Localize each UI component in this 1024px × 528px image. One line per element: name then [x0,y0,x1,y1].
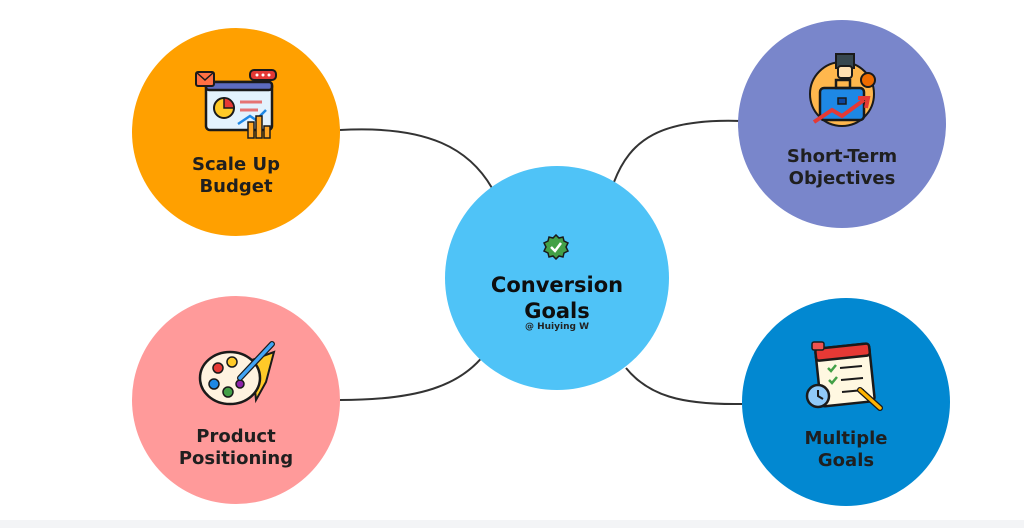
node-multiple-goals[interactable]: Multiple Goals [742,298,950,506]
node-short-term-objectives[interactable]: Short-Term Objectives [738,20,946,228]
node-scale-up-budget[interactable]: Scale Up Budget [132,28,340,236]
check-badge-icon [542,233,570,261]
connector-scale-up-budget [339,128,493,189]
node-label: Multiple Goals [804,428,888,471]
connector-multiple-goals [625,367,743,406]
center-title: Conversion Goals [490,273,624,323]
bottom-strip [0,520,1024,528]
center-author: @ Huiying W [524,322,590,332]
node-label: Product Positioning [178,426,294,469]
connector-product-positioning [339,354,485,401]
center-node-conversion-goals[interactable]: Conversion Goals @ Huiying W [445,166,669,390]
analytics-dashboard-icon [192,66,282,146]
node-label: Scale Up Budget [192,154,280,197]
node-product-positioning[interactable]: Product Positioning [132,296,340,504]
checklist-calendar-icon [804,338,888,414]
node-label: Short-Term Objectives [786,146,898,189]
connector-short-term-objectives [613,119,743,183]
briefcase-growth-icon [802,50,886,136]
paint-palette-icon [196,338,280,412]
